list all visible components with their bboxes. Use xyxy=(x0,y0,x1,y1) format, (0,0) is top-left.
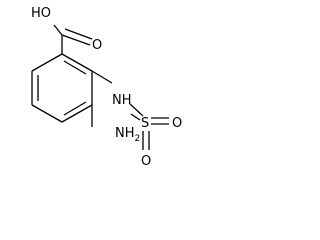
ring-double-bond-inner-1 xyxy=(63,60,87,75)
carbonyl-double-bond-a xyxy=(61,34,91,46)
ring-double-bond-inner-2 xyxy=(63,101,87,116)
carbonyl-double-bond-b xyxy=(64,28,93,40)
sulfamoylamino-group: NH S O O NH2 xyxy=(91,70,182,169)
ring-to-nh-bond xyxy=(91,70,113,84)
carbonyl-oxygen-label: O xyxy=(92,38,102,53)
ring-bond-4 xyxy=(31,104,63,123)
sulfonamide-nh2-text: NH xyxy=(115,126,135,141)
sulfur-label: S xyxy=(141,116,149,131)
benzene-ring xyxy=(31,53,93,123)
sulfonamide-nh2-label: NH2 xyxy=(115,126,140,144)
ring-bond-1 xyxy=(61,53,93,72)
molecule-structure: HO O NH S O O NH2 xyxy=(31,6,182,169)
ring-bond-6 xyxy=(31,53,63,72)
carboxyl-c-oh-bond xyxy=(53,24,63,36)
sulfonamide-nh2-subscript: 2 xyxy=(135,134,141,144)
s-to-nh2-bond xyxy=(130,113,141,121)
carboxylic-acid-group: HO O xyxy=(31,6,102,54)
nh-to-s-bond xyxy=(129,103,144,117)
amine-nh-label: NH xyxy=(112,93,132,108)
sulfonyl-oxygen-right-label: O xyxy=(172,116,182,131)
hydroxyl-label: HO xyxy=(31,6,51,21)
ring-bond-3 xyxy=(61,104,93,123)
sulfonyl-oxygen-bottom-label: O xyxy=(141,154,151,169)
